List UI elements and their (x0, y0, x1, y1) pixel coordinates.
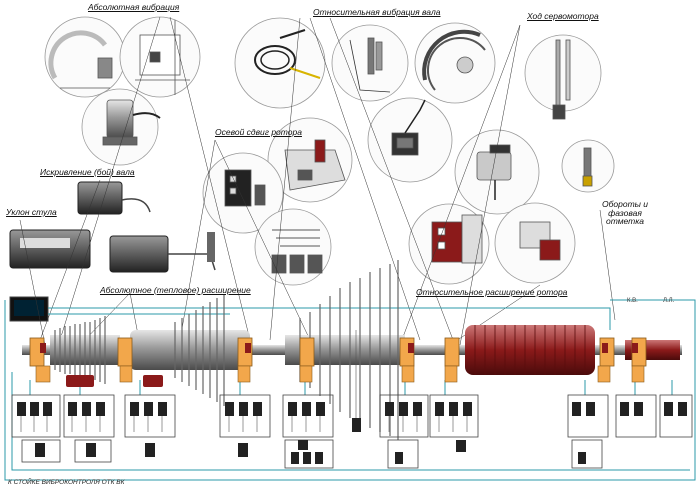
footer-caption: К СТОЙКЕ ВИБРОКОНТРОЛЯ ОТК ВК (8, 479, 125, 486)
label-absolute-expansion: Абсолютное (тепловое) расширение (100, 285, 251, 295)
label-axial-shift: Осевой сдвиг ротора (215, 127, 302, 137)
side-mark-2: Л.Л. (663, 298, 675, 304)
bearing-sensors (40, 343, 638, 387)
generator-windings (474, 325, 586, 375)
table-tilt-box (9, 229, 91, 269)
bearing-brackets (35, 365, 645, 383)
standalone-photos (9, 181, 216, 322)
leader-lines (19, 16, 616, 346)
photo-contents (48, 20, 593, 274)
label-absolute-vibration: Абсолютная вибрация (88, 2, 180, 12)
abs-expansion-box (109, 235, 169, 273)
label-relative-vibration: Относительная вибрация вала (313, 7, 441, 17)
bearing-4 (299, 337, 315, 367)
bearing-6 (444, 337, 460, 367)
transmitter-modules (17, 402, 687, 464)
ip-rotor (130, 330, 250, 370)
expansion-sensor-1 (66, 375, 94, 387)
label-relative-rotor-expansion: Относительное расширение ротора (416, 287, 568, 297)
shaft-curvature-box (77, 181, 123, 215)
label-table-tilt: Уклон стула (6, 207, 57, 217)
label-shaft-curvature: Искривление (бой) вала (40, 167, 135, 177)
transmitter-groups (11, 394, 693, 469)
expansion-sensor-2 (143, 375, 163, 387)
generator-rotor (465, 325, 595, 375)
module-leads (20, 330, 468, 432)
rel-vibration-probe-photo (234, 17, 326, 109)
label-speed-phase-mark: Обороты и фазовая отметка (602, 199, 648, 226)
blade-stages (54, 260, 399, 440)
axial-shift-sensors-photo (254, 208, 332, 286)
bearing-2 (117, 337, 133, 367)
side-mark-1: К.В. (627, 298, 638, 304)
abs-vibration-photo-1 (44, 16, 126, 98)
servo-photo (524, 34, 602, 112)
label-servo-stroke: Ход сервомотора (527, 11, 599, 21)
